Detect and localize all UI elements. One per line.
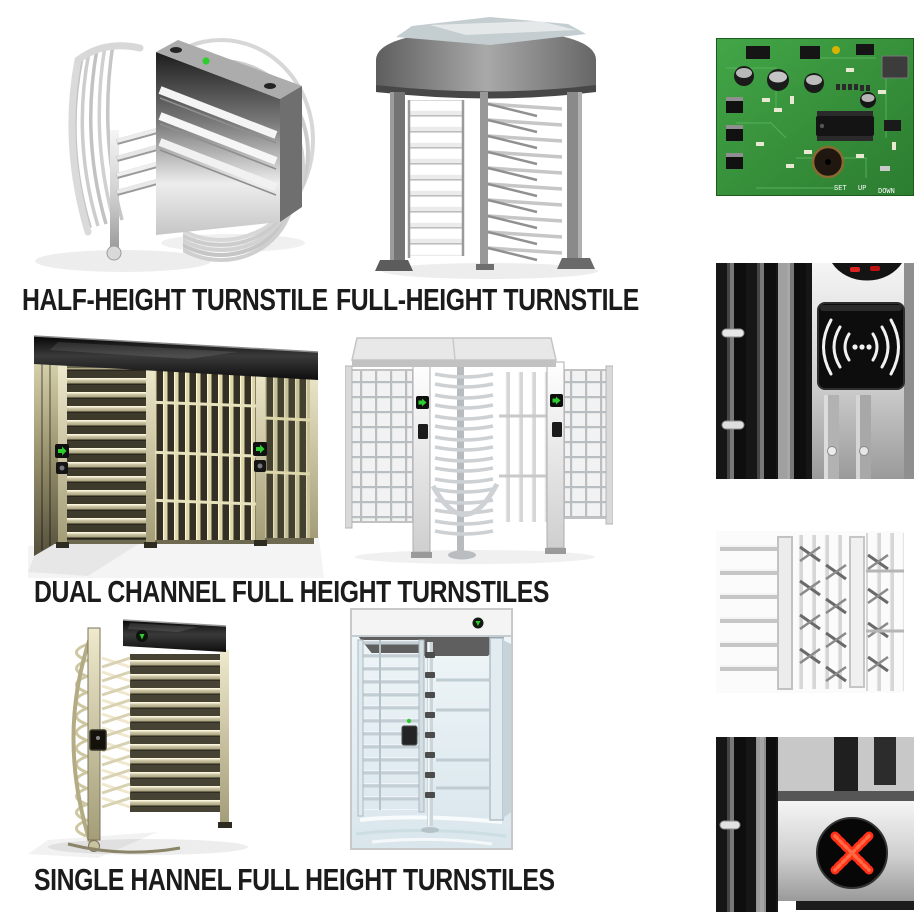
left-wing-panel — [34, 360, 58, 556]
hinge-pin — [721, 420, 745, 430]
right-post — [546, 361, 565, 549]
top-cabinet — [156, 40, 302, 235]
svg-text:UP: UP — [858, 185, 866, 193]
hinge-pin — [721, 328, 745, 338]
green-status-led-icon — [202, 57, 210, 65]
pcb-small-parts — [756, 68, 896, 171]
indicator-housing — [832, 263, 902, 281]
green-status-led-icon — [406, 718, 412, 724]
product-image-full-height-turnstile — [340, 8, 632, 284]
rfid-panel — [817, 302, 905, 390]
product-photo-single-channel-front — [350, 608, 513, 850]
dark-roof — [33, 335, 319, 380]
green-down-led-icon — [472, 617, 484, 629]
bar-silhouette — [874, 737, 896, 785]
rfid-wave-icon — [822, 318, 900, 376]
svg-text:DOWN: DOWN — [878, 188, 895, 196]
second-channel-bars — [499, 372, 547, 522]
rotor-arms — [486, 102, 564, 262]
product-image-single-channel-turnstile — [28, 614, 278, 858]
pcb-capacitors — [734, 66, 876, 108]
right-frame — [436, 637, 511, 821]
green-down-led-icon — [136, 630, 148, 642]
rotor-arms — [100, 656, 132, 809]
product-image-half-height-turnstile — [18, 12, 320, 284]
vertical-bars-mid — [796, 535, 865, 689]
curved-guide-fence — [71, 631, 94, 843]
pcb-ics — [746, 44, 909, 141]
rotor-pole — [421, 642, 439, 833]
caption-half-height-turnstile: HALF-HEIGHT TURNSTILE — [22, 282, 328, 317]
caption-full-height-turnstile: FULL-HEIGHT TURNSTILE — [336, 282, 639, 317]
vertical-bars-right — [866, 533, 904, 691]
cage-sections — [67, 368, 311, 540]
card-reader — [401, 718, 418, 746]
curved-guide-fence — [68, 42, 144, 236]
header-band — [352, 610, 511, 637]
left-wing-mesh — [345, 365, 414, 529]
green-arrow-led-icon — [416, 396, 429, 409]
detail-image-rfid-reader — [716, 263, 914, 479]
left-post — [412, 361, 431, 553]
card-reader — [552, 422, 562, 437]
horizontal-tubes — [720, 536, 793, 690]
pcb-silkscreen: SET UP DOWN — [834, 185, 895, 196]
product-image-dual-channel-turnstile-light — [345, 336, 613, 566]
pcb-yellow-part — [832, 46, 840, 54]
caption-single-channel: SINGLE HANNEL FULL HEIGHT TURNSTILES — [34, 862, 555, 897]
product-image-dual-channel-turnstile-dark — [28, 332, 324, 578]
green-arrow-led-icon — [550, 394, 563, 407]
detail-image-rotor-bars-closeup — [716, 531, 904, 693]
header-box — [122, 619, 227, 652]
detail-image-controller-pcb: SET UP DOWN — [716, 38, 914, 196]
card-reader — [418, 424, 428, 439]
red-x-led-icon — [816, 817, 888, 889]
detail-image-red-x-indicator — [716, 737, 914, 912]
right-post — [220, 650, 229, 824]
center-pole — [67, 627, 181, 854]
rfid-wave-dots — [852, 344, 872, 350]
barrier-ladder — [407, 100, 465, 258]
left-cage — [357, 639, 425, 817]
green-arrow-led-icon — [55, 444, 69, 474]
post-below-panel — [824, 395, 871, 479]
caption-dual-channel: DUAL CHANNEL FULL HEIGHT TURNSTILES — [34, 574, 550, 609]
bar-silhouette — [834, 737, 858, 791]
pcb-transistors — [726, 97, 743, 169]
svg-text:SET: SET — [834, 185, 847, 193]
base-feet — [375, 258, 595, 271]
base-feet — [56, 540, 267, 548]
rotor — [430, 364, 500, 560]
hinge-pin — [719, 820, 741, 830]
canopy — [351, 337, 557, 367]
coin-slot-shadow — [796, 901, 914, 910]
canopy — [376, 17, 596, 99]
frame-columns — [390, 92, 582, 266]
base-feet — [411, 548, 566, 558]
pcb-header-pins — [836, 84, 870, 91]
right-wing-mesh — [563, 365, 613, 525]
pcb-buzzer — [811, 145, 845, 179]
green-arrow-led-icon — [253, 442, 267, 472]
